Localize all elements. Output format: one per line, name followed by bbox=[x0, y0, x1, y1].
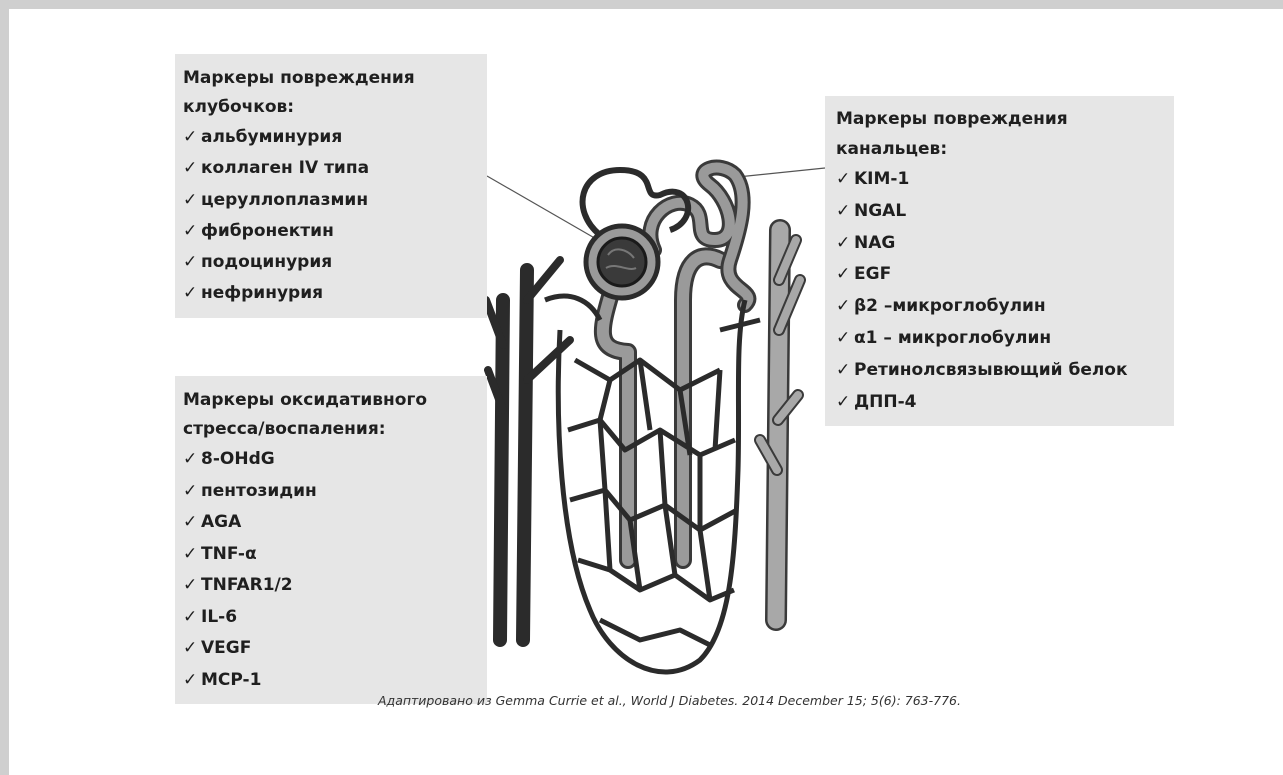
list-item: ✓8-OHdG bbox=[183, 444, 487, 476]
oxidative-marker-list: ✓8-OHdG ✓пентозидин ✓AGA ✓TNF-α ✓TNFAR1/… bbox=[183, 444, 487, 696]
check-icon: ✓ bbox=[836, 291, 854, 323]
tubular-marker-list: ✓KIM-1 ✓NGAL ✓NAG ✓EGF ✓β2 –микроглобули… bbox=[836, 164, 1174, 418]
tubular-box-title-line1: Маркеры повреждения bbox=[836, 104, 1174, 134]
check-icon: ✓ bbox=[183, 216, 201, 247]
check-icon: ✓ bbox=[836, 323, 854, 355]
list-item: ✓AGA bbox=[183, 507, 487, 539]
check-icon: ✓ bbox=[183, 122, 201, 153]
check-icon: ✓ bbox=[836, 387, 854, 419]
check-icon: ✓ bbox=[183, 185, 201, 216]
check-icon: ✓ bbox=[183, 570, 201, 602]
list-item: ✓EGF bbox=[836, 259, 1174, 291]
list-item: ✓NAG bbox=[836, 228, 1174, 260]
list-item: ✓пентозидин bbox=[183, 476, 487, 508]
source-caption: Адаптировано из Gemma Currie et al., Wor… bbox=[378, 693, 961, 708]
list-item: ✓β2 –микроглобулин bbox=[836, 291, 1174, 323]
check-icon: ✓ bbox=[836, 259, 854, 291]
check-icon: ✓ bbox=[183, 633, 201, 665]
list-item: ✓NGAL bbox=[836, 196, 1174, 228]
check-icon: ✓ bbox=[183, 247, 201, 278]
list-item: ✓нефринурия bbox=[183, 278, 487, 309]
list-item: ✓TNFAR1/2 bbox=[183, 570, 487, 602]
oxidative-box-title-line1: Маркеры оксидативного bbox=[183, 386, 487, 415]
list-item: ✓церуллоплазмин bbox=[183, 185, 487, 216]
peritubular-capillaries bbox=[545, 296, 760, 672]
tubular-damage-markers-box: Маркеры повреждения канальцев: ✓KIM-1 ✓N… bbox=[825, 96, 1174, 426]
list-item: ✓фибронектин bbox=[183, 216, 487, 247]
check-icon: ✓ bbox=[183, 665, 201, 697]
list-item: ✓α1 – микроглобулин bbox=[836, 323, 1174, 355]
oxidative-stress-markers-box: Маркеры оксидативного стресса/воспаления… bbox=[175, 376, 487, 704]
list-item: ✓KIM-1 bbox=[836, 164, 1174, 196]
list-item: ✓Ретинолсвязывющий белок bbox=[836, 355, 1174, 387]
check-icon: ✓ bbox=[183, 539, 201, 571]
list-item: ✓TNF-α bbox=[183, 539, 487, 571]
glomerulus bbox=[583, 170, 689, 298]
list-item: ✓IL-6 bbox=[183, 602, 487, 634]
check-icon: ✓ bbox=[183, 444, 201, 476]
check-icon: ✓ bbox=[183, 476, 201, 508]
check-icon: ✓ bbox=[183, 153, 201, 184]
collecting-duct bbox=[760, 230, 800, 620]
check-icon: ✓ bbox=[183, 602, 201, 634]
check-icon: ✓ bbox=[836, 164, 854, 196]
check-icon: ✓ bbox=[183, 278, 201, 309]
glomerular-damage-markers-box: Маркеры повреждения клубочков: ✓альбумин… bbox=[175, 54, 487, 318]
tubular-box-title-line2: канальцев: bbox=[836, 134, 1174, 164]
glomerular-marker-list: ✓альбуминурия ✓коллаген IV типа ✓церулло… bbox=[183, 122, 487, 310]
glomerular-box-title-line1: Маркеры повреждения bbox=[183, 64, 487, 93]
glomerular-box-title-line2: клубочков: bbox=[183, 93, 487, 122]
check-icon: ✓ bbox=[183, 507, 201, 539]
oxidative-box-title-line2: стресса/воспаления: bbox=[183, 415, 487, 444]
check-icon: ✓ bbox=[836, 228, 854, 260]
list-item: ✓MCP-1 bbox=[183, 665, 487, 697]
check-icon: ✓ bbox=[836, 196, 854, 228]
list-item: ✓коллаген IV типа bbox=[183, 153, 487, 184]
list-item: ✓VEGF bbox=[183, 633, 487, 665]
check-icon: ✓ bbox=[836, 355, 854, 387]
list-item: ✓подоцинурия bbox=[183, 247, 487, 278]
list-item: ✓ДПП-4 bbox=[836, 387, 1174, 419]
list-item: ✓альбуминурия bbox=[183, 122, 487, 153]
